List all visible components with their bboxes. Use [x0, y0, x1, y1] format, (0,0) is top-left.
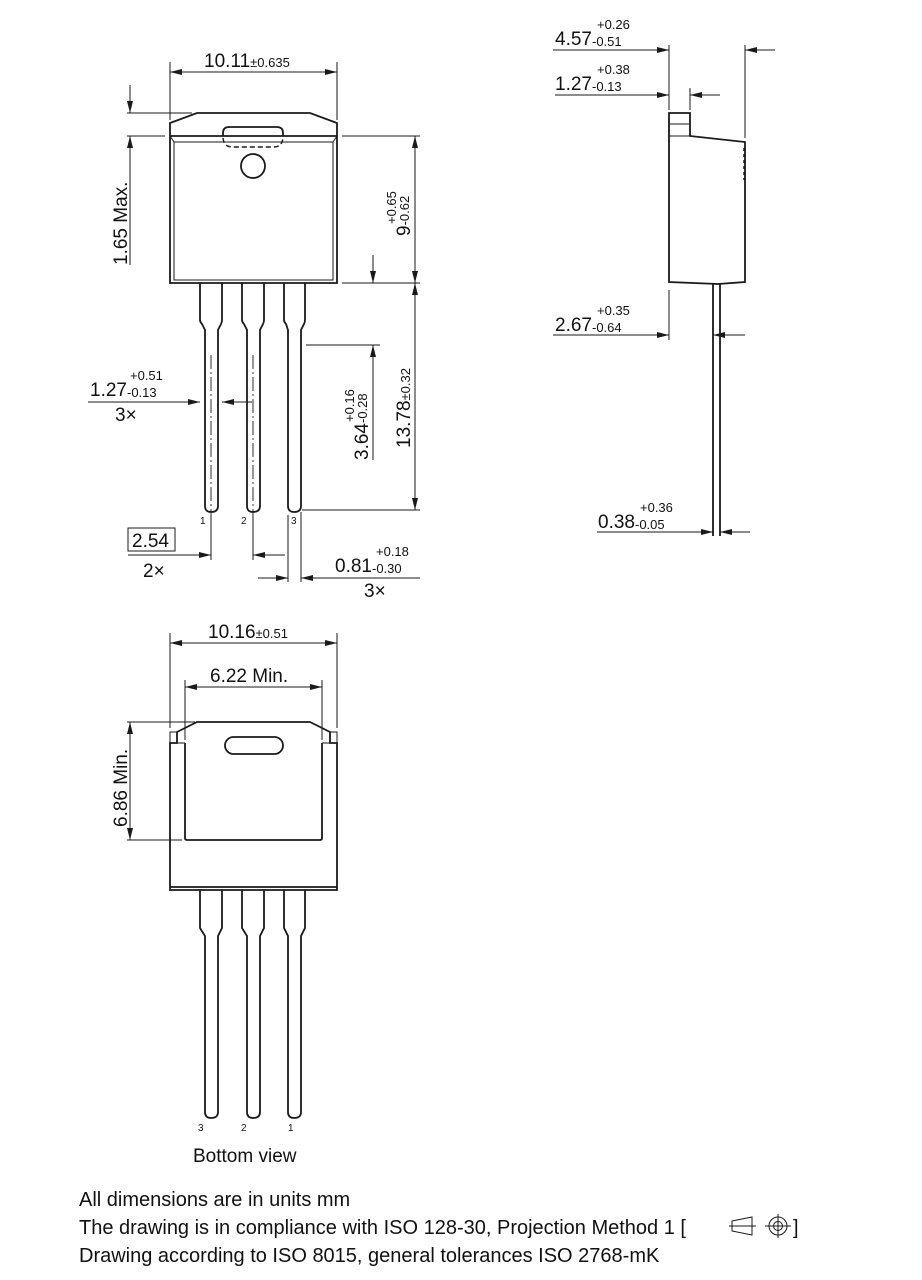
front-leads: 1 2 3	[199, 283, 306, 560]
lead-3	[199, 890, 223, 1119]
svg-text:1.27-0.13+0.51: 1.27-0.13+0.51	[90, 368, 163, 401]
dim-lead-length: 13.78±0.32	[302, 283, 420, 511]
bottom-body-outline	[169, 721, 338, 891]
pin-label: 2	[241, 516, 247, 527]
svg-text:3×: 3×	[364, 581, 386, 602]
pin-label: 2	[241, 1123, 247, 1134]
mounting-slot	[224, 736, 284, 755]
svg-text:10.16±0.51: 10.16±0.51	[208, 622, 288, 643]
pin-label: 1	[288, 1123, 294, 1134]
side-body-outline	[668, 112, 746, 285]
dim-front-width: 10.11±0.635	[169, 51, 338, 120]
svg-text:0.38-0.05+0.36: 0.38-0.05+0.36	[598, 500, 673, 533]
side-view: 4.57-0.51+0.26 1.27-0.13+0.38 2.67-0.64+…	[553, 17, 775, 536]
pin-label: 3	[291, 516, 297, 527]
svg-text:2.54: 2.54	[132, 531, 169, 552]
note-units: All dimensions are in units mm	[79, 1189, 350, 1211]
pin-label: 3	[198, 1123, 204, 1134]
svg-text:4.57-0.51+0.26: 4.57-0.51+0.26	[555, 17, 630, 50]
dim-thickness: 4.57-0.51+0.26	[553, 17, 775, 138]
bottom-view: 3 2 1 10.16±0.51 6.22 Min. 6.86 Min. Bot…	[111, 622, 338, 1167]
lead-3	[283, 283, 306, 513]
svg-text:2×: 2×	[143, 561, 165, 582]
dim-pad-height: 6.86 Min.	[111, 721, 195, 841]
svg-text:6.22 Min.: 6.22 Min.	[210, 666, 288, 687]
basic-dimension-box	[127, 527, 176, 552]
dim-tab-thickness: 1.27-0.13+0.38	[555, 62, 720, 110]
svg-text:1.27-0.13+0.38: 1.27-0.13+0.38	[555, 62, 630, 95]
dim-lead-shoulder: 3.64-0.28+0.16	[306, 255, 380, 460]
front-view: 1 2 3 10.11±0.635 1.65 Max. 9-0.62+0.65	[88, 51, 420, 602]
bottom-view-caption: Bottom view	[193, 1146, 297, 1167]
exposed-pad	[184, 743, 323, 841]
dim-lead-width: 0.81-0.30+0.18 3×	[258, 512, 420, 602]
svg-text:6.86 Min.: 6.86 Min.	[111, 749, 132, 827]
dim-lead-width-wide: 1.27-0.13+0.51 3×	[88, 368, 252, 426]
svg-text:3.64-0.28+0.16: 3.64-0.28+0.16	[342, 389, 373, 460]
svg-text:2.67-0.64+0.35: 2.67-0.64+0.35	[555, 303, 630, 336]
svg-text:1.65 Max.: 1.65 Max.	[111, 182, 132, 265]
lead-2	[241, 890, 265, 1119]
svg-text:9-0.62+0.65: 9-0.62+0.65	[384, 191, 415, 236]
dim-pitch: 2.54 2×	[127, 515, 285, 582]
mounting-hole	[240, 153, 266, 179]
first-angle-projection-icon	[729, 1214, 791, 1238]
note-projection: The drawing is in compliance with ISO 12…	[79, 1217, 686, 1239]
dim-lead-offset: 2.67-0.64+0.35	[553, 290, 745, 340]
bottom-leads: 3 2 1	[198, 890, 306, 1134]
notes: All dimensions are in units mm The drawi…	[79, 1189, 799, 1267]
body-inner-edge	[173, 141, 334, 281]
dim-tab-height: 1.65 Max.	[111, 85, 192, 265]
dim-lead-thickness: 0.38-0.05+0.36	[597, 500, 750, 535]
svg-text:13.78±0.32: 13.78±0.32	[394, 368, 415, 448]
svg-text:0.81-0.30+0.18: 0.81-0.30+0.18	[335, 544, 409, 577]
lead-1	[283, 890, 306, 1119]
svg-text:10.11±0.635: 10.11±0.635	[204, 51, 290, 72]
dim-bottom-width: 10.16±0.51	[169, 622, 338, 728]
dim-body-height: 9-0.62+0.65	[342, 135, 420, 284]
mounting-slot	[222, 126, 284, 136]
dim-pad-width: 6.22 Min.	[184, 666, 323, 740]
svg-text:3×: 3×	[115, 405, 137, 426]
svg-text:]: ]	[793, 1217, 799, 1239]
front-body-outline	[169, 112, 338, 284]
pin-label: 1	[200, 516, 206, 527]
note-tolerances: Drawing according to ISO 8015, general t…	[79, 1245, 660, 1267]
side-lead	[712, 284, 721, 536]
